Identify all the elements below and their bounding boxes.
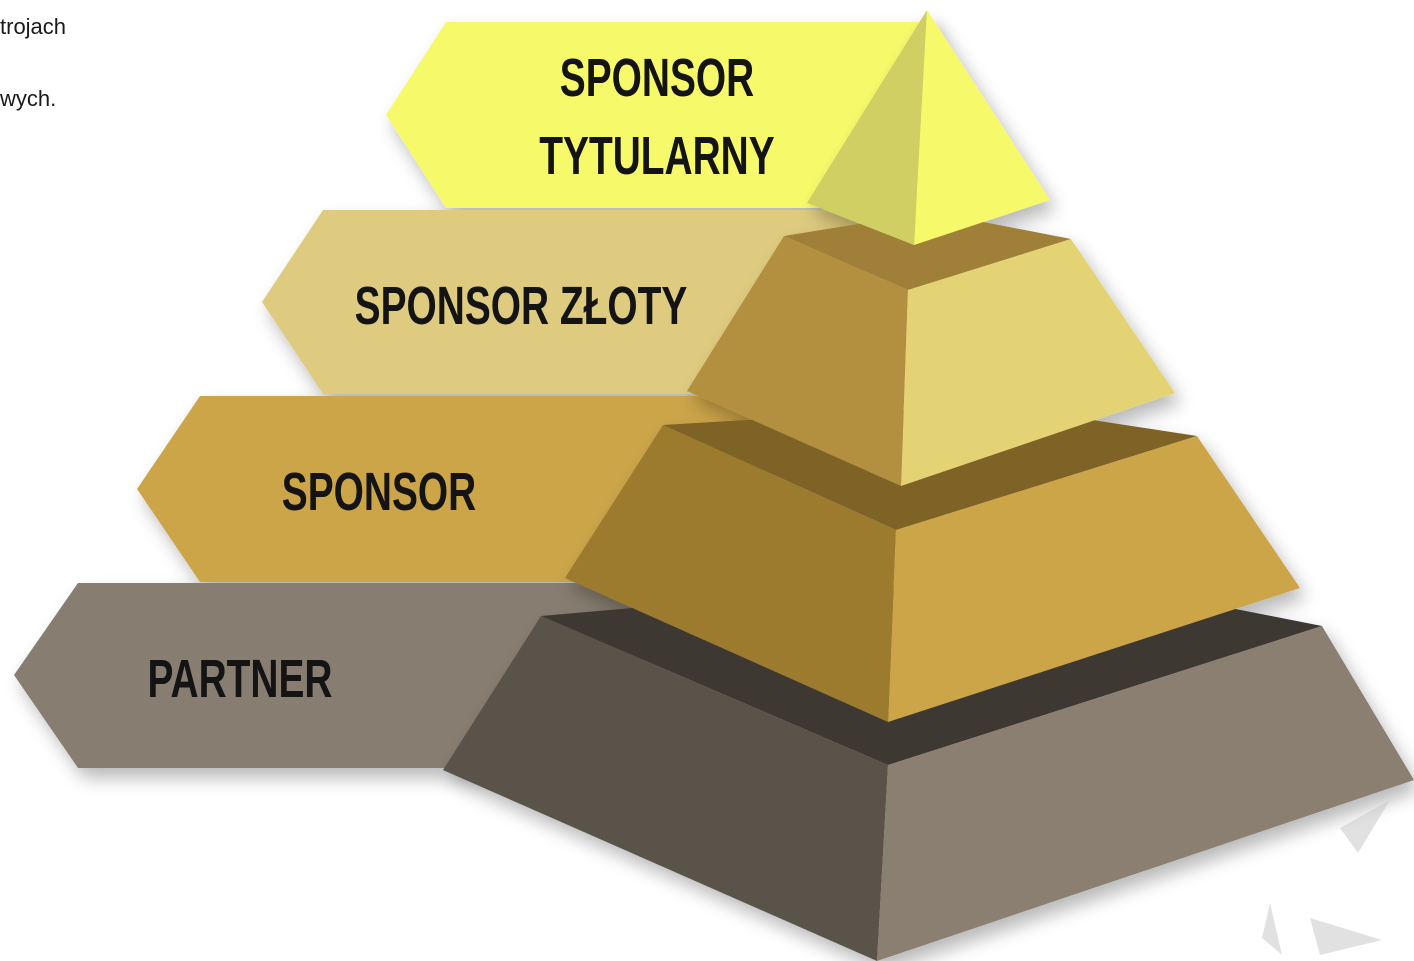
- pyramid-layer-zloty-right: [901, 239, 1175, 486]
- body-text-fragment-1: trojach: [0, 14, 67, 39]
- tier-label-sponsor-zloty: SPONSOR ZŁOTY: [355, 275, 688, 336]
- pyramid-layer-zloty-left: [687, 236, 908, 486]
- body-text-fragment-2: wych.: [0, 86, 57, 111]
- pyramid-layer-sponsor-left: [565, 425, 896, 722]
- decorative-arrow-shape-3: [1310, 918, 1382, 955]
- pyramid-layer-zloty-top: [784, 212, 1071, 290]
- pyramid-layer-sponsor-right: [888, 436, 1300, 722]
- tier-label-partner: PARTNER: [147, 648, 332, 709]
- banner-sponsor-tytularny: [386, 22, 930, 208]
- pyramid-layer-partner-right: [877, 626, 1414, 961]
- banner-sponsor-zloty: [262, 210, 860, 394]
- decorative-arrow-shape-1: [1340, 800, 1390, 853]
- pyramid-layer-tytularny-right: [914, 10, 1050, 245]
- pyramid-layer-partner-left: [443, 616, 888, 961]
- decorative-arrow-shape-2: [1262, 903, 1282, 955]
- tier-label-tytularny-line-1: SPONSOR: [560, 47, 754, 108]
- tier-label-sponsor: SPONSOR: [282, 461, 476, 522]
- pyramid-layer-tytularny-left: [807, 10, 927, 245]
- tier-label-tytularny-line-2: TYTULARNY: [539, 125, 774, 186]
